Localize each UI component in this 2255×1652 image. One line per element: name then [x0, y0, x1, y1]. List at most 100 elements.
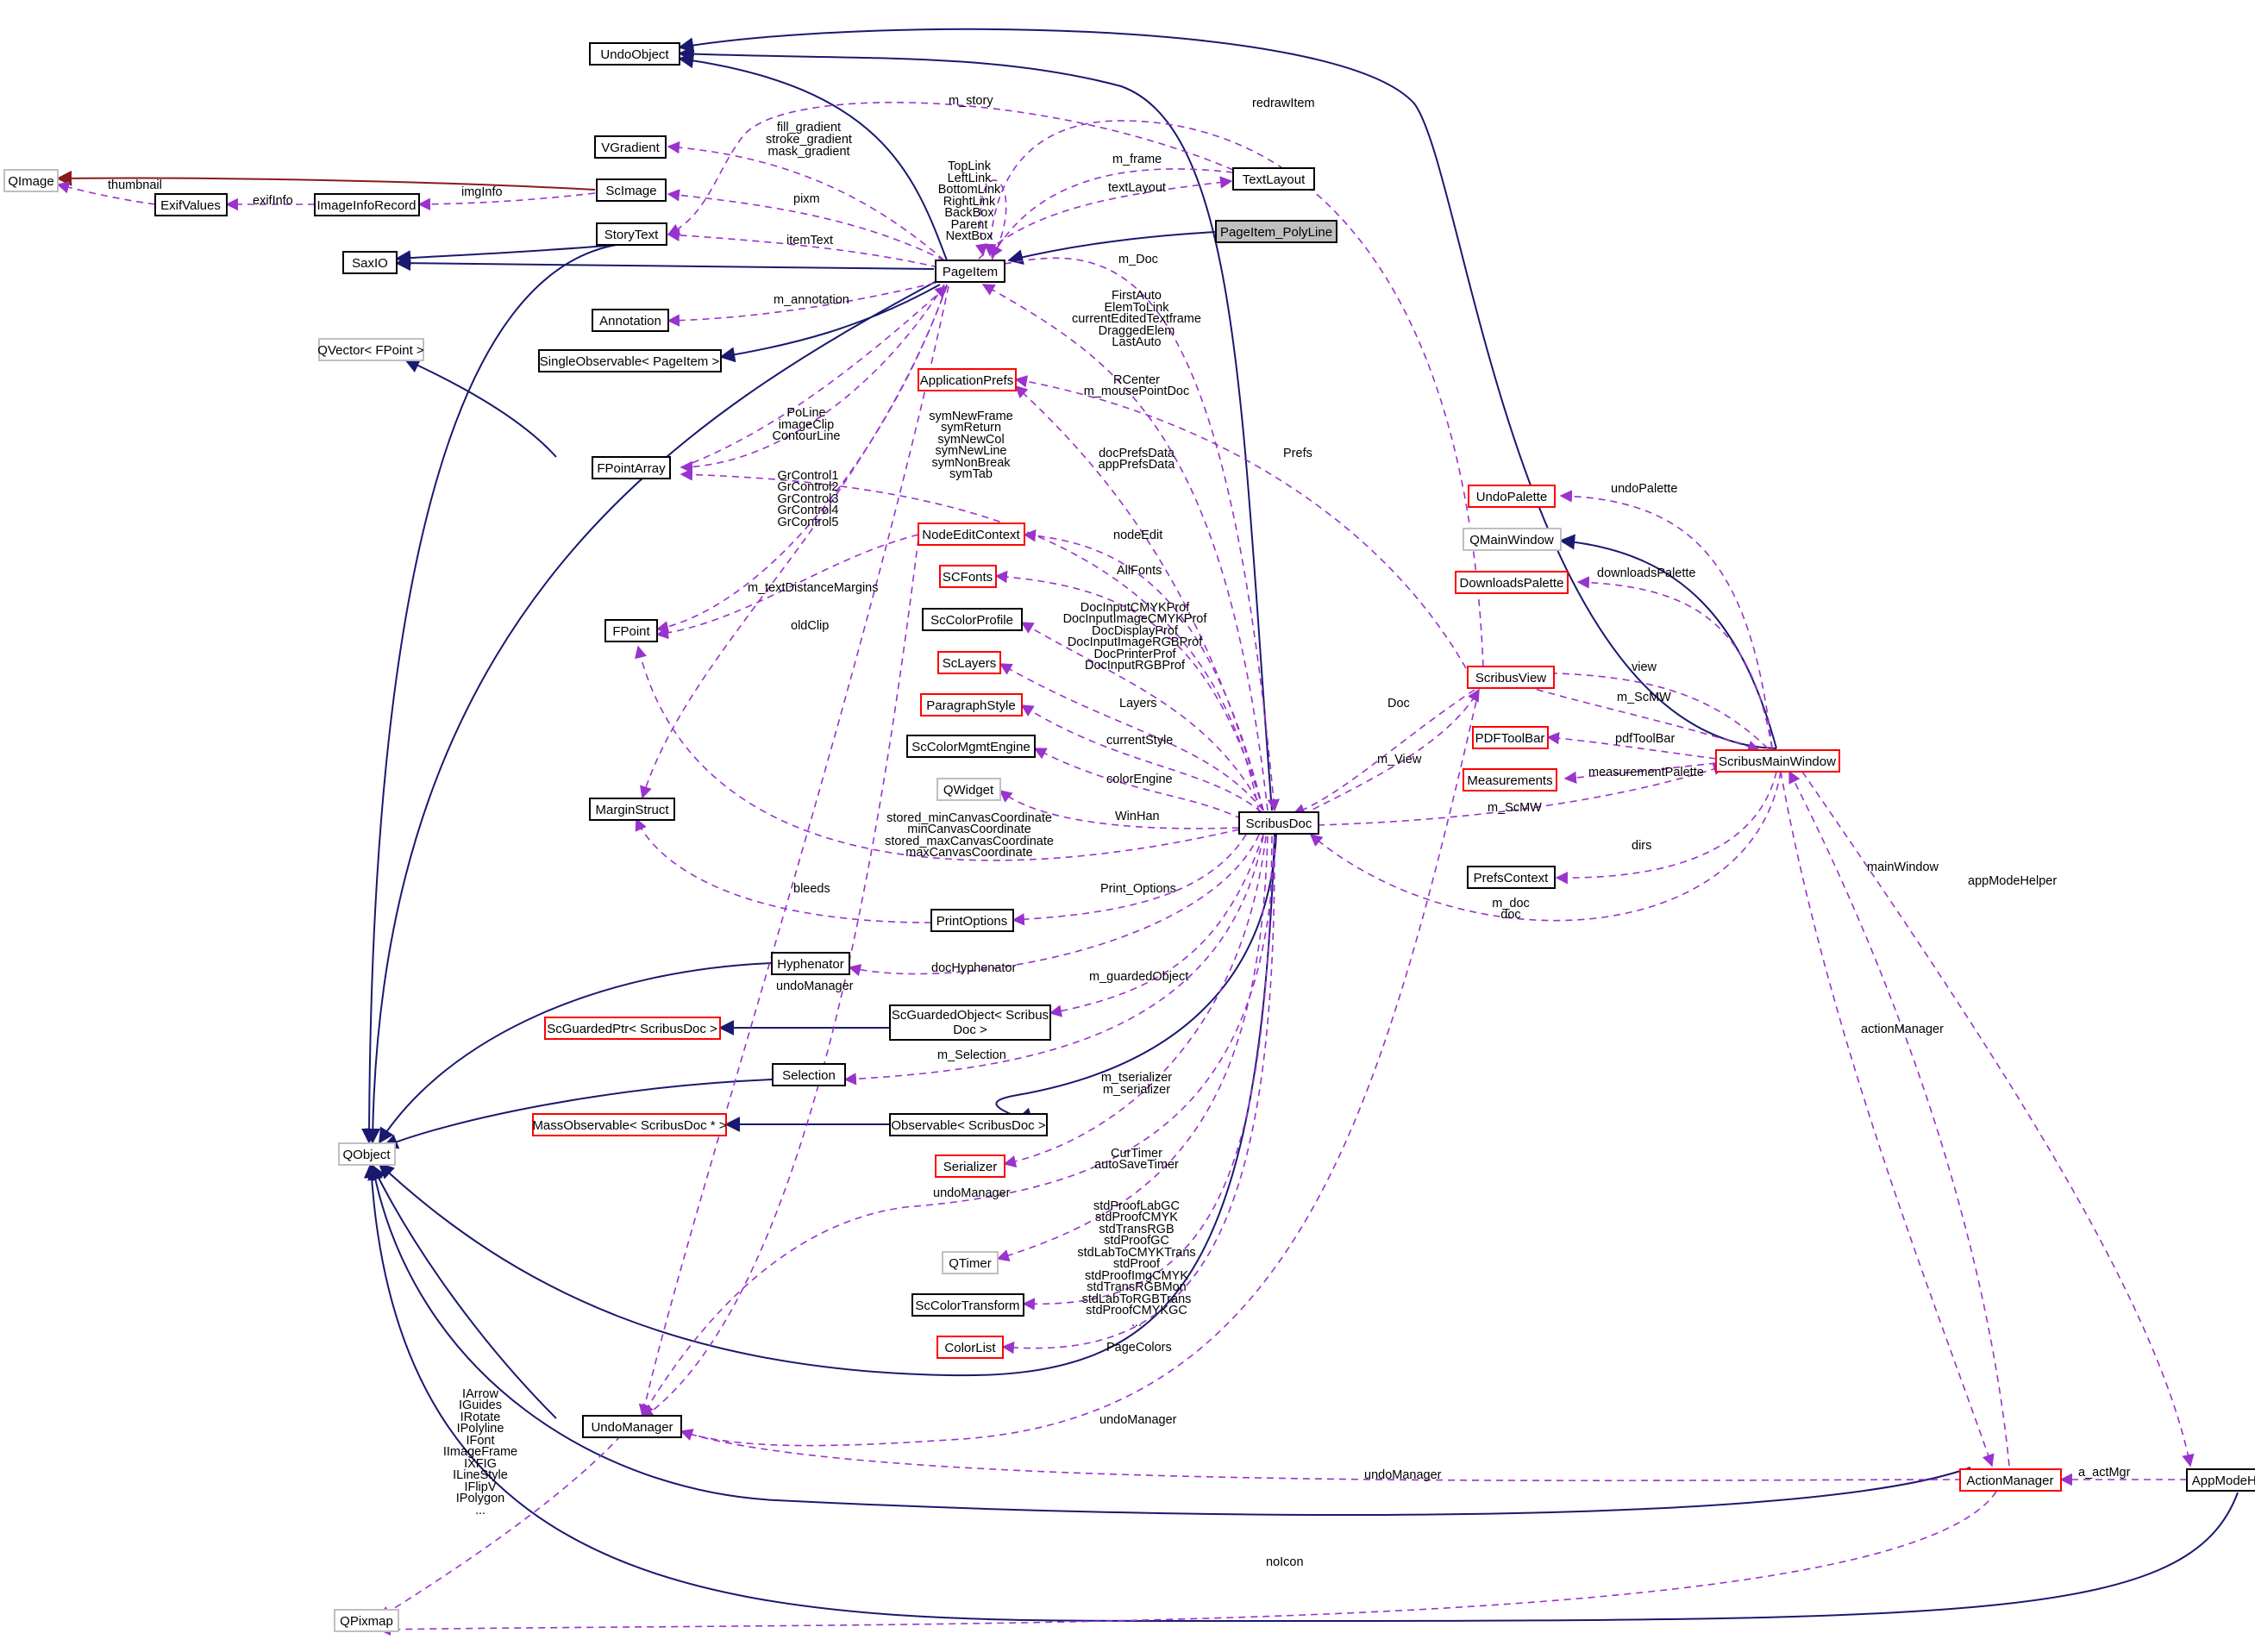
node-measurements-label: Measurements — [1467, 773, 1552, 788]
node-pageitem-polyline[interactable]: PageItem_PolyLine — [1215, 220, 1337, 243]
node-scribusmainwindow[interactable]: ScribusMainWindow — [1715, 749, 1840, 773]
label-icon-1: IGuides — [459, 1399, 502, 1412]
label-poline-1: imageClip — [779, 418, 834, 432]
node-paragraphstyle[interactable]: ParagraphStyle — [920, 693, 1023, 716]
node-undomanager-label: UndoManager — [591, 1420, 673, 1435]
node-textlayout[interactable]: TextLayout — [1232, 167, 1315, 191]
node-selection[interactable]: Selection — [772, 1063, 846, 1086]
node-serializer[interactable]: Serializer — [935, 1155, 1005, 1178]
node-measurements[interactable]: Measurements — [1463, 768, 1557, 792]
node-qvector[interactable]: QVector< FPoint > — [317, 338, 424, 361]
edge-scribusmw-downloads — [1576, 576, 1773, 749]
label-link-3: RightLink — [943, 195, 996, 209]
label-grcontrol-2: GrControl3 — [778, 492, 839, 506]
node-saxio[interactable]: SaxIO — [342, 251, 398, 274]
label-transform-4: stdLabToCMYKTrans — [1077, 1246, 1195, 1260]
node-sccolorprofile-label: ScColorProfile — [930, 613, 1013, 628]
node-appmodehelper[interactable]: AppModeHelper — [2186, 1468, 2255, 1492]
node-sclayers[interactable]: ScLayers — [937, 651, 1001, 674]
label-dirs: dirs — [1632, 839, 1651, 853]
label-currentstyle: currentStyle — [1106, 734, 1173, 748]
node-qmainwindow[interactable]: QMainWindow — [1463, 528, 1562, 551]
node-prefscontext[interactable]: PrefsContext — [1467, 866, 1556, 889]
label-transform-9: stdProofCMYKGC — [1086, 1304, 1187, 1317]
node-sccolormgmtengine[interactable]: ScColorMgmtEngine — [906, 735, 1036, 758]
edge-fpointarray-qvector — [404, 358, 557, 458]
node-marginstruct-label: MarginStruct — [595, 803, 669, 817]
label-grcontrol-4: GrControl5 — [778, 516, 839, 529]
label-grcontrol-3: GrControl4 — [778, 504, 839, 517]
edge-scribusmw-undoobject — [678, 28, 1777, 749]
node-nodeeditcontext[interactable]: NodeEditContext — [918, 523, 1025, 546]
node-actionmanager-label: ActionManager — [1967, 1474, 2054, 1488]
label-link-5: Parent — [951, 218, 988, 232]
edge-undomanager-qpixmap — [378, 1435, 622, 1618]
node-undomanager[interactable]: UndoManager — [582, 1415, 682, 1438]
node-fpointarray[interactable]: FPointArray — [592, 456, 671, 479]
label-prefsdata-1: appPrefsData — [1099, 458, 1176, 472]
node-storytext[interactable]: StoryText — [596, 222, 667, 246]
edge-actionmgr-undomanager — [680, 1429, 1963, 1481]
label-print-options: Print_Options — [1100, 882, 1176, 896]
node-pageitem[interactable]: PageItem — [935, 260, 1005, 283]
edge-scimage-imageinfo — [417, 192, 596, 211]
edge-scribusmw-prefscontext — [1555, 771, 1777, 885]
node-exifvalues[interactable]: ExifValues — [154, 193, 228, 216]
node-pdftoolbar[interactable]: PDFToolBar — [1472, 726, 1549, 749]
edge-pageitem-undoobject — [678, 53, 948, 261]
edge-pageitem-undomanager — [638, 285, 949, 1417]
node-qpixmap[interactable]: QPixmap — [334, 1609, 399, 1632]
node-qobject-label: QObject — [342, 1148, 391, 1162]
node-paragraphstyle-label: ParagraphStyle — [926, 698, 1015, 713]
node-scribusview[interactable]: ScribusView — [1467, 666, 1555, 689]
node-scribusdoc[interactable]: ScribusDoc — [1238, 811, 1319, 835]
edge-pageitem-fpointarray — [680, 284, 945, 473]
node-singleobservable[interactable]: SingleObservable< PageItem > — [538, 349, 722, 372]
edge-actionmgr-qpixmap — [378, 1491, 1997, 1636]
edge-scribusview-scribusmw — [1513, 682, 1761, 753]
node-sccolorprofile[interactable]: ScColorProfile — [922, 608, 1023, 631]
edge-scribusdoc-appprefs — [1014, 385, 1264, 811]
node-marginstruct[interactable]: MarginStruct — [589, 798, 675, 821]
label-canvas-1: minCanvasCoordinate — [907, 823, 1030, 836]
node-imageinforecord-label: ImageInfoRecord — [316, 198, 416, 213]
node-massobservable[interactable]: MassObservable< ScribusDoc * > — [532, 1113, 727, 1136]
label-transform-0: stdProofLabGC — [1093, 1199, 1180, 1213]
edge-scribusdoc-parastyle — [1020, 704, 1262, 813]
label-docitem-1: ElemToLink — [1105, 301, 1170, 315]
node-colorlist[interactable]: ColorList — [936, 1336, 1004, 1359]
node-scguardedptr[interactable]: ScGuardedPtr< ScribusDoc > — [544, 1017, 721, 1040]
node-imageinforecord[interactable]: ImageInfoRecord — [314, 193, 420, 216]
node-undoobject-label: UndoObject — [600, 47, 669, 62]
node-downloadspalette[interactable]: DownloadsPalette — [1455, 571, 1569, 594]
node-qtimer-label: QTimer — [949, 1256, 991, 1271]
label-profile-4: DocPrinterProf — [1093, 648, 1176, 661]
node-scguardedobject[interactable]: ScGuardedObject< ScribusDoc > — [889, 1004, 1051, 1041]
node-qwidget[interactable]: QWidget — [936, 778, 1001, 801]
node-qimage[interactable]: QImage — [3, 169, 59, 192]
node-scfonts[interactable]: SCFonts — [939, 565, 997, 588]
nodes: UndoObject QImage VGradient ScImage Exif… — [3, 42, 2255, 1632]
node-undopalette[interactable]: UndoPalette — [1468, 485, 1556, 508]
node-actionmanager[interactable]: ActionManager — [1959, 1468, 2062, 1492]
edge-hyphenator-qobject — [379, 962, 773, 1144]
node-fpoint[interactable]: FPoint — [604, 619, 658, 642]
node-undoobject[interactable]: UndoObject — [589, 42, 680, 66]
node-sccolortransform[interactable]: ScColorTransform — [911, 1293, 1024, 1317]
node-applicationprefs[interactable]: ApplicationPrefs — [918, 368, 1017, 391]
label-view: view — [1632, 660, 1657, 674]
node-printoptions-label: PrintOptions — [936, 914, 1008, 929]
node-vgradient[interactable]: VGradient — [594, 135, 667, 159]
node-qtimer[interactable]: QTimer — [942, 1251, 999, 1274]
label-poline-2: ContourLine — [773, 429, 841, 443]
node-scimage[interactable]: ScImage — [596, 178, 667, 202]
label-link-2: BottomLink — [938, 183, 1001, 197]
node-observable[interactable]: Observable< ScribusDoc > — [889, 1113, 1048, 1136]
node-qobject[interactable]: QObject — [338, 1142, 396, 1166]
node-hyphenator[interactable]: Hyphenator — [771, 952, 850, 975]
node-printoptions[interactable]: PrintOptions — [930, 909, 1014, 932]
node-sclayers-label: ScLayers — [943, 656, 997, 671]
node-annotation[interactable]: Annotation — [592, 309, 669, 332]
label-pixm: pixm — [793, 192, 820, 206]
